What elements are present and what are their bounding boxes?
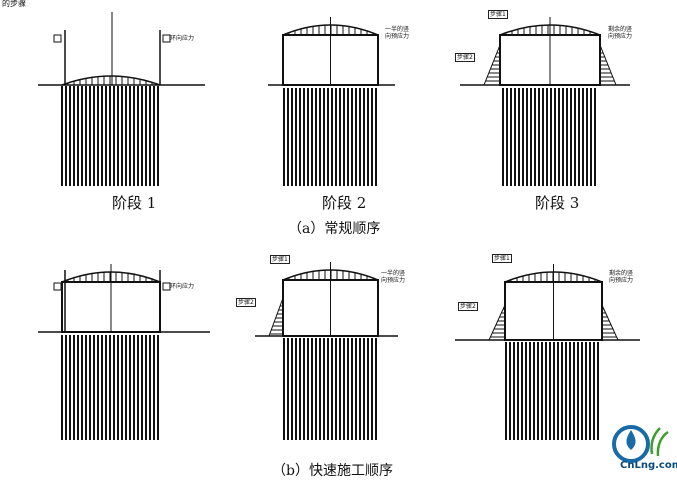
stage-2-label: 阶段 2 (322, 194, 367, 212)
half-prestress-label-a2: 一半的竖向预应力 (385, 26, 410, 40)
flag-a1-left (53, 34, 62, 43)
caption-b: （b）快速施工顺序 (272, 463, 393, 479)
cnlng-logo (612, 425, 669, 463)
stage-3-label: 阶段 3 (535, 194, 580, 212)
half-prestress-label-b2: 一半的竖向预应力 (381, 270, 406, 284)
remaining-prestress-label-b3: 剩余的竖向预应力 (609, 270, 634, 284)
step1-label-b2: 步骤1 (270, 255, 290, 264)
step2-label-a3: 步骤2 (455, 53, 475, 62)
wedge-b3-right (601, 304, 619, 341)
flag-a1-right (162, 34, 171, 43)
caption-a: （a）常规顺序 (288, 221, 381, 237)
step1-label-a3: 步骤1 (488, 10, 508, 19)
dome-a1 (61, 75, 161, 86)
watermark-text: CnLng.com (620, 460, 677, 471)
wedge-b3-left (488, 304, 506, 341)
step2-label-b3: 步骤2 (458, 302, 478, 311)
step1-label-b3: 步骤1 (492, 254, 512, 263)
flag-b1-left (53, 282, 62, 291)
remaining-prestress-label-a3: 剩余的竖向预应力 (608, 26, 633, 40)
wedge-b2-left (268, 297, 284, 337)
stage-1-label: 阶段 1 (112, 194, 157, 212)
hoop-stress-label-a1: 环向应力 (170, 35, 195, 42)
dome-b1 (61, 271, 161, 283)
hoop-stress-label-b1: 环向应力 (170, 283, 195, 290)
dome-a3 (499, 24, 601, 36)
flag-b1-right (162, 282, 171, 291)
step2-label-b2: 步骤2 (236, 298, 256, 307)
header-fragment: 的步骤 (2, 0, 26, 8)
